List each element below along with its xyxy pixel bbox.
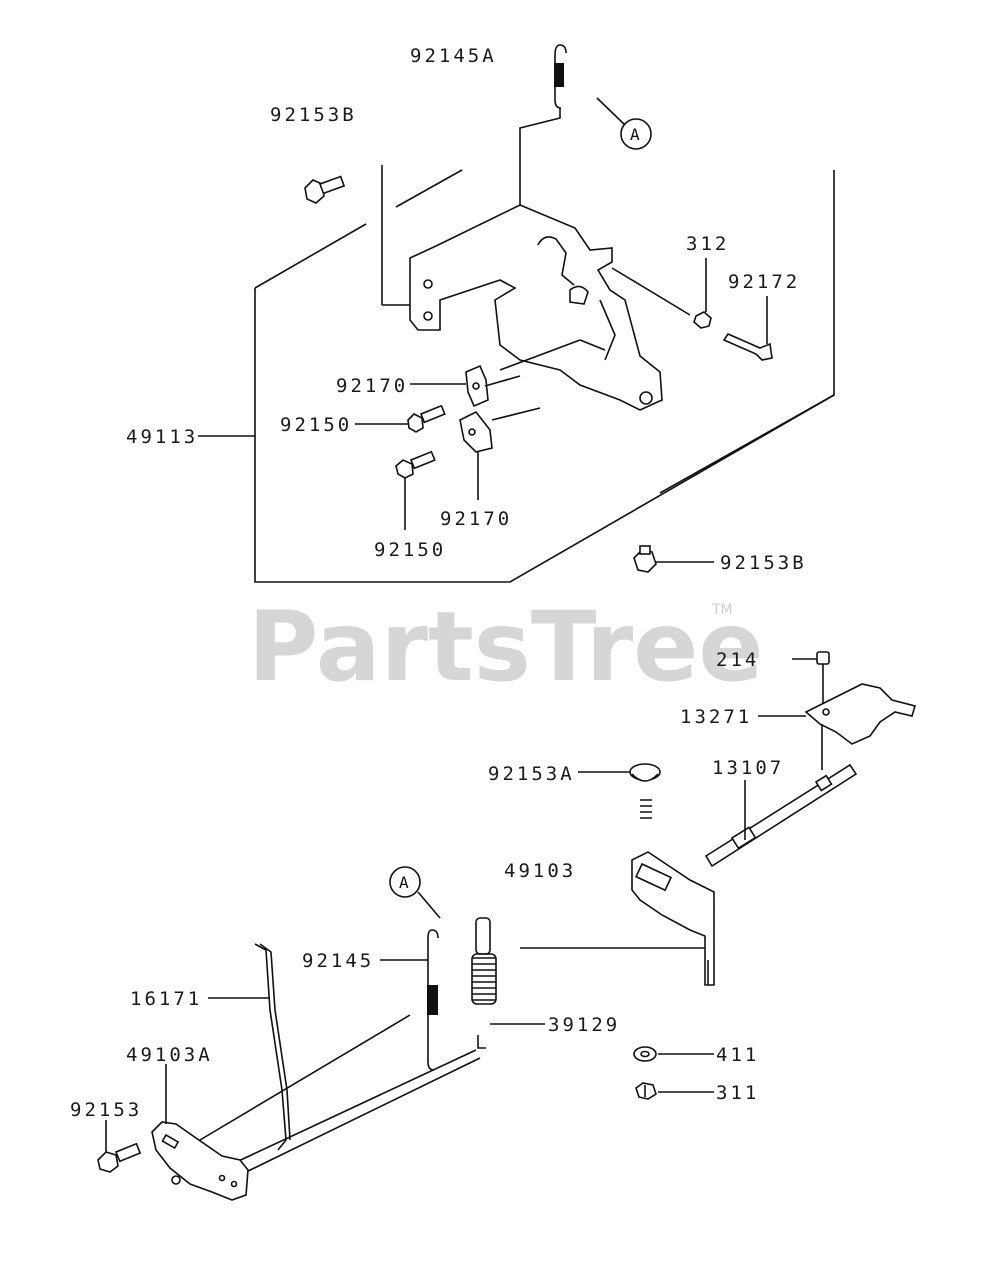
callout-a-top-text: A	[630, 125, 640, 144]
label-13271: 13271	[680, 706, 752, 728]
label-92172: 92172	[728, 271, 800, 293]
label-92170-b: 92170	[440, 508, 512, 530]
callout-a-lower: A	[389, 866, 441, 919]
label-92153A: 92153A	[488, 763, 575, 785]
label-49113: 49113	[126, 426, 198, 448]
label-214: 214	[716, 649, 759, 671]
bolt-92150-b	[395, 450, 436, 530]
nut-311	[635, 1082, 714, 1100]
label-312: 312	[686, 233, 729, 255]
label-92150-b: 92150	[374, 539, 446, 561]
bolt-92153B-top	[304, 165, 410, 306]
label-92170-a: 92170	[336, 375, 408, 397]
callout-a-top: A	[596, 97, 652, 150]
callout-a-lower-text: A	[399, 873, 409, 892]
label-49103: 49103	[504, 860, 576, 882]
spring-92145	[380, 929, 439, 1071]
bolt-92153	[97, 1120, 142, 1173]
screw-92172	[722, 296, 773, 361]
label-13107: 13107	[712, 757, 784, 779]
knob-92153A	[578, 763, 661, 819]
label-92153: 92153	[70, 1099, 142, 1121]
label-92153B-top: 92153B	[270, 104, 357, 126]
assembly-49113-outline	[254, 169, 835, 583]
label-411: 411	[716, 1044, 759, 1066]
washer-411	[633, 1046, 714, 1062]
control-plate-49113	[409, 204, 663, 411]
clip-92170-a	[410, 364, 521, 408]
label-49103A: 49103A	[126, 1044, 213, 1066]
shaft-13107	[704, 763, 858, 868]
label-92145A: 92145A	[410, 45, 497, 67]
plate-13271	[758, 683, 917, 770]
label-16171: 16171	[130, 988, 202, 1010]
spring-39129	[471, 917, 545, 1049]
bolt-92150-a	[355, 404, 446, 433]
screw-214	[792, 651, 830, 705]
bolt-92153B-mid	[633, 545, 714, 573]
label-92153B-mid: 92153B	[720, 552, 807, 574]
rod-16171	[208, 943, 291, 1151]
label-92150-a: 92150	[280, 414, 352, 436]
clip-92170-b	[459, 407, 541, 500]
lever-49103A	[151, 1014, 481, 1201]
label-92145: 92145	[302, 950, 374, 972]
label-311: 311	[716, 1082, 759, 1104]
label-39129: 39129	[548, 1014, 620, 1036]
watermark: PartsTree	[248, 591, 763, 703]
watermark-tm: TM	[711, 602, 733, 618]
lever-49103	[520, 851, 715, 986]
nut-312	[611, 258, 712, 329]
